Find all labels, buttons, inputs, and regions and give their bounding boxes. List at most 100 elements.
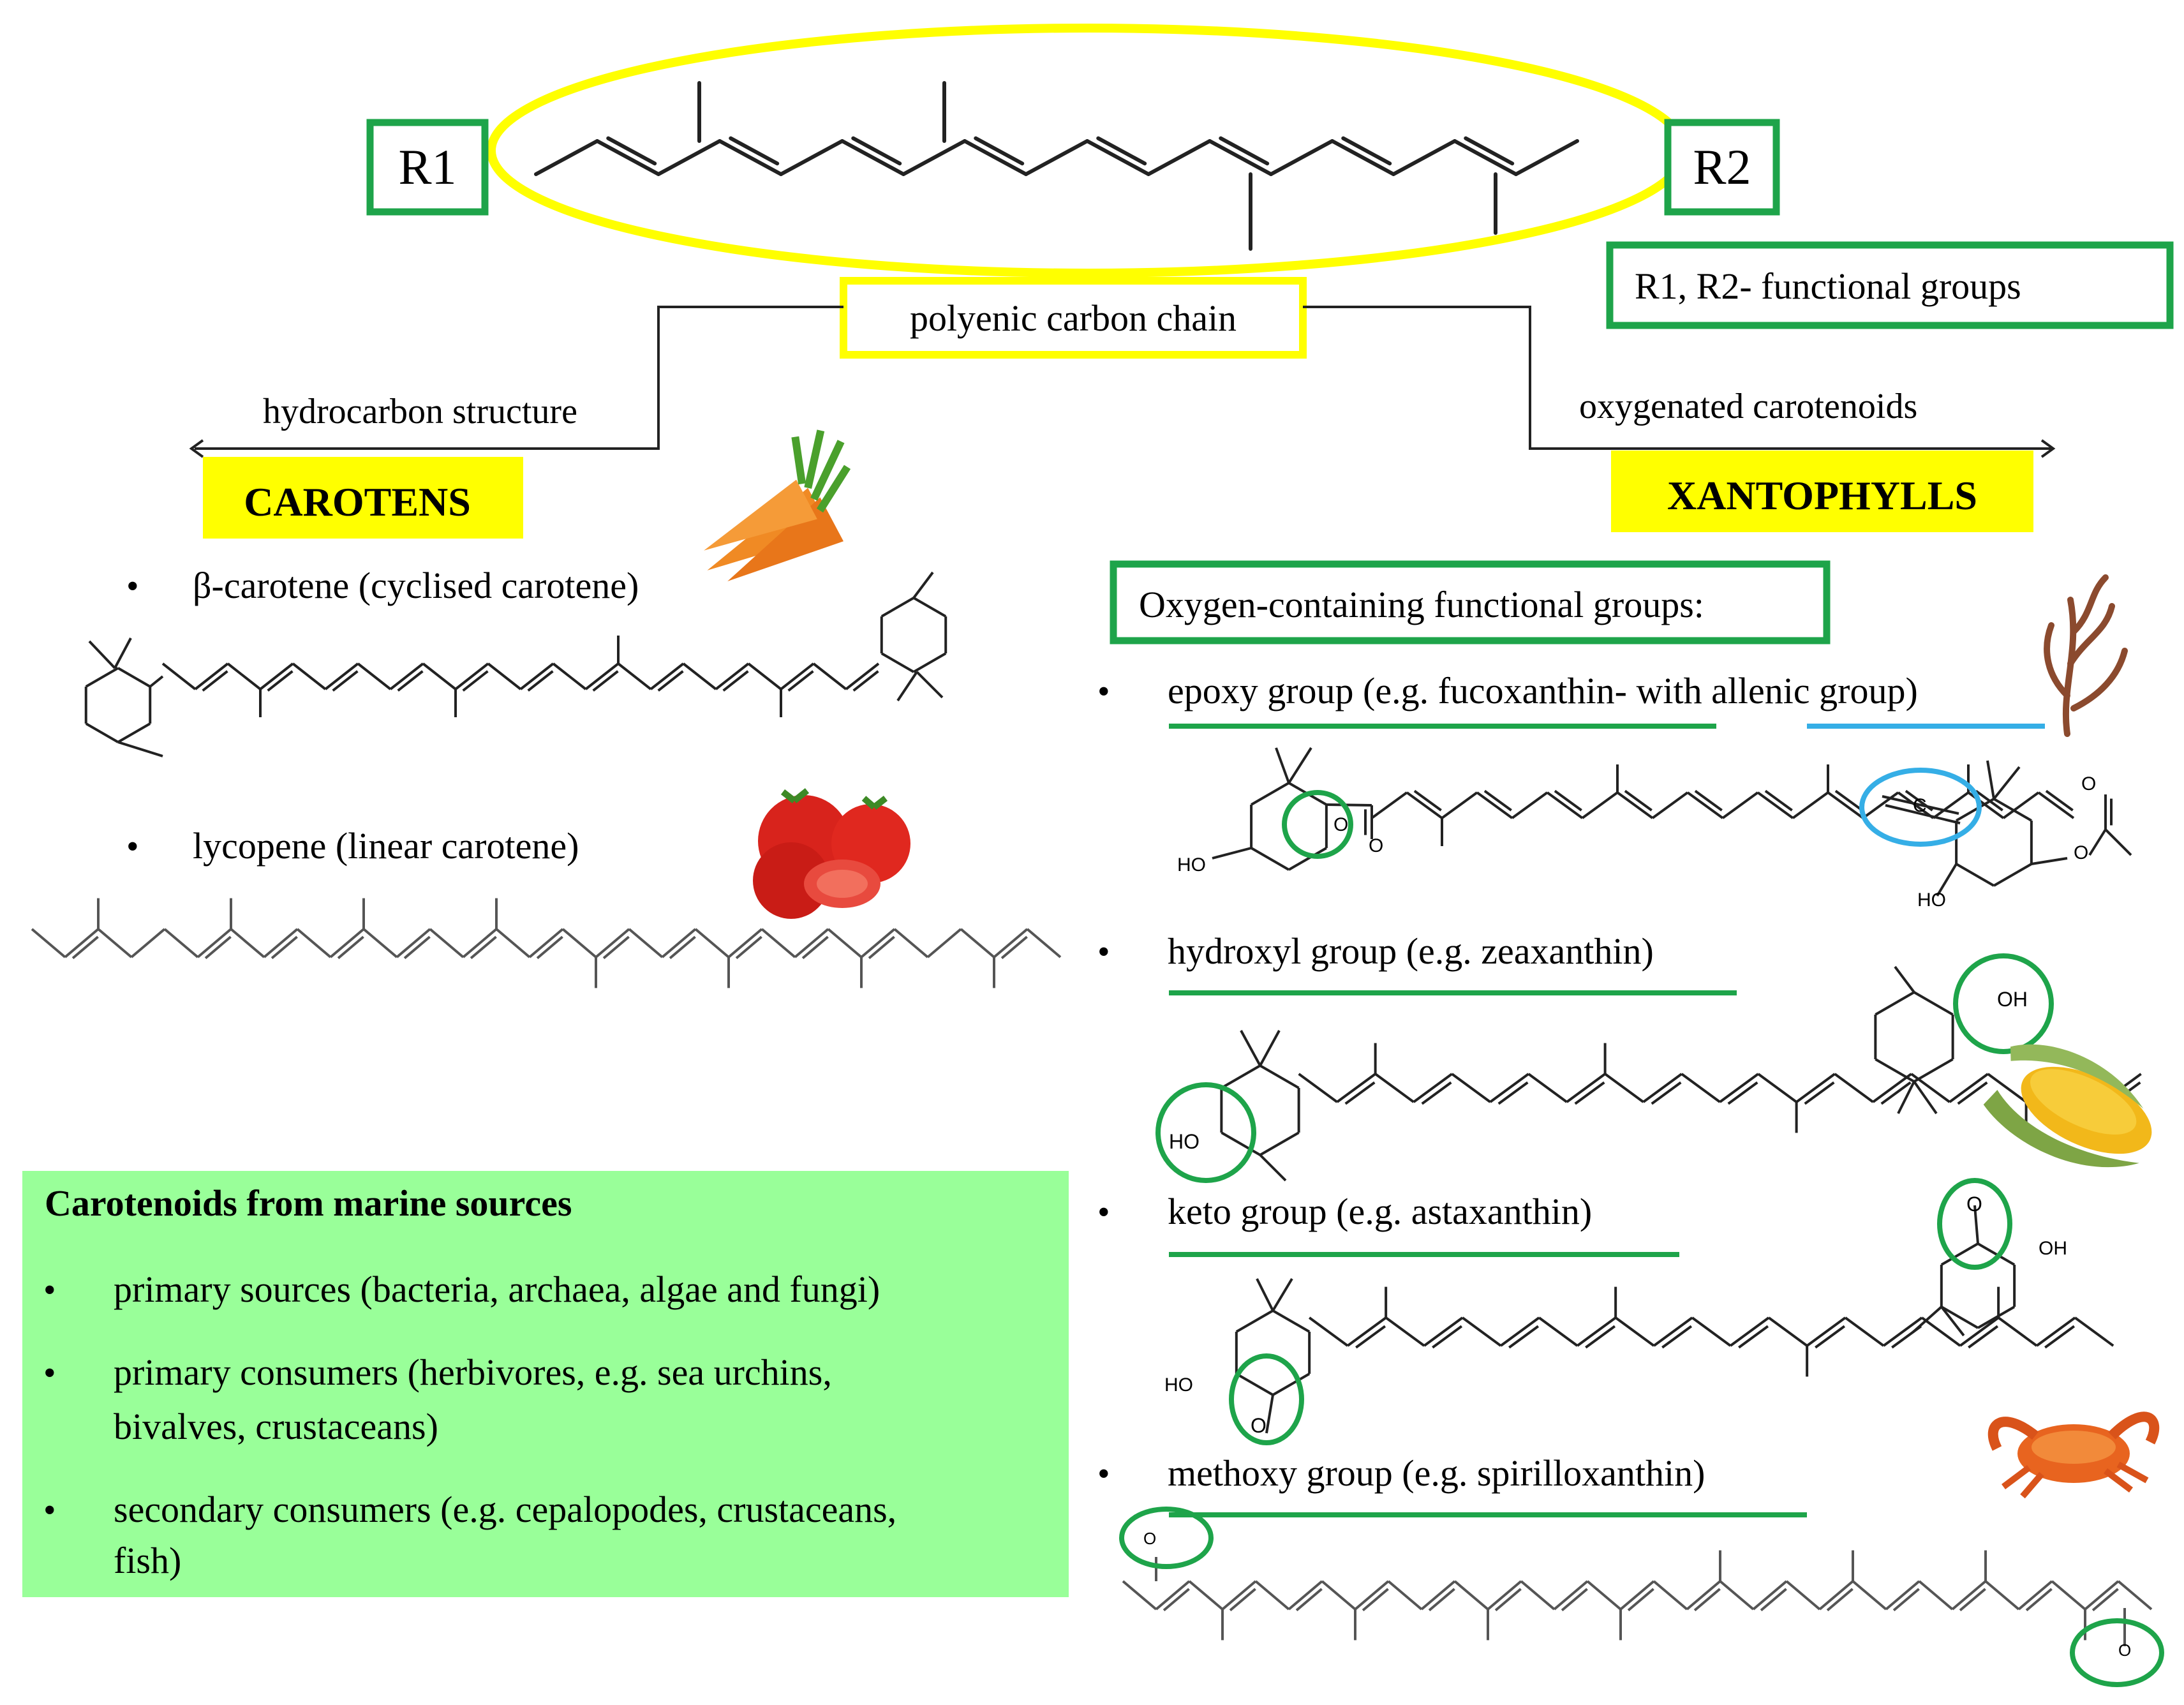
bond <box>801 935 829 960</box>
allenic-highlight-circle <box>1859 768 1982 847</box>
bond <box>840 139 905 176</box>
spirilloxanthin-structure <box>1122 1550 2153 1646</box>
bond <box>1413 1073 1453 1103</box>
tomato-icon <box>753 788 910 919</box>
bond <box>1997 1316 2038 1347</box>
epoxy-group-text: epoxy group (e.g. fucoxanthin- with <box>1168 670 1711 711</box>
bond <box>1727 1081 1758 1105</box>
marine-item-primary-sources: primary sources (bacteria, archaea, alga… <box>114 1269 880 1310</box>
bond <box>787 670 814 692</box>
bond <box>149 675 164 688</box>
bond <box>197 928 232 958</box>
bond <box>1024 139 1089 176</box>
branch-arrows <box>189 306 2056 458</box>
bond <box>292 662 327 690</box>
bond <box>747 662 782 690</box>
bond <box>1912 1306 1943 1334</box>
bond <box>727 928 763 958</box>
bullet: • <box>1097 1193 1110 1232</box>
bond <box>1729 1316 1770 1347</box>
bond <box>657 670 684 692</box>
bond <box>617 662 652 690</box>
bond <box>130 928 166 958</box>
bond <box>2045 789 2074 812</box>
bond <box>1987 1073 2027 1103</box>
bond <box>552 662 587 690</box>
bond <box>1880 1081 1912 1105</box>
bond <box>1265 1394 1274 1434</box>
bond <box>735 935 762 960</box>
bond <box>1686 1580 1721 1611</box>
bond <box>117 667 151 688</box>
bond <box>1693 1588 1721 1612</box>
bond <box>595 928 630 958</box>
bond <box>1229 1588 1256 1612</box>
bond <box>722 670 749 692</box>
bond <box>1897 791 1935 819</box>
marine-sources-box <box>22 1171 1069 1597</box>
bond <box>1920 1316 1961 1347</box>
bond <box>1767 1316 1808 1347</box>
bond <box>1614 1316 1655 1347</box>
bond <box>1827 791 1864 819</box>
bond <box>1221 1064 1261 1089</box>
bond <box>860 928 896 958</box>
bond <box>1760 1588 1787 1612</box>
hydroxyl-highlight-left <box>1155 1082 1256 1183</box>
bond <box>1272 1277 1293 1312</box>
seaweed-icon <box>2044 574 2128 737</box>
bond <box>960 928 995 958</box>
bullet: • <box>1097 1454 1110 1494</box>
bond <box>1336 1073 1376 1103</box>
bond <box>1163 1588 1190 1612</box>
bond <box>1818 1580 1854 1611</box>
bullet: • <box>126 567 139 606</box>
oxygenated-carotenoids-label: oxygenated carotenoids <box>1579 387 1917 426</box>
bond <box>487 662 522 690</box>
bond <box>536 935 563 960</box>
bond <box>332 670 359 692</box>
asta-o-left: O <box>1251 1414 1267 1437</box>
bond <box>1957 1081 1988 1105</box>
bond <box>851 136 902 166</box>
bond <box>1272 1373 1311 1396</box>
hydrocarbon-structure-label: hydrocarbon structure <box>263 392 577 431</box>
bond <box>1259 1154 1287 1182</box>
bond <box>1406 791 1443 819</box>
bond <box>1993 766 2021 800</box>
marine-item-secondary-consumers: secondary consumers (e.g. cepalopodes, c… <box>114 1489 896 1530</box>
bond <box>362 928 398 958</box>
bond <box>2074 1316 2114 1347</box>
methoxy-group-label: methoxy group (e.g. spirilloxanthin) <box>1168 1452 1705 1494</box>
bond <box>1221 1580 1257 1611</box>
lycopene-label: lycopene (linear carotene) <box>193 825 579 867</box>
methoxy-highlight-right <box>2070 1618 2164 1687</box>
methoxy-highlight-left <box>1119 1507 1214 1569</box>
bond <box>1757 791 1794 819</box>
bond <box>1441 791 1478 819</box>
bond <box>1940 1306 1979 1329</box>
marine-item-secondary-consumers-cont: fish) <box>114 1540 181 1581</box>
bond <box>694 928 730 958</box>
bond <box>1875 1058 1915 1083</box>
bond <box>1254 1580 1290 1611</box>
bond <box>779 139 844 176</box>
bond <box>1026 928 1062 958</box>
bond <box>1259 1030 1281 1066</box>
bond <box>1421 1081 1452 1105</box>
bond <box>1520 1580 1556 1611</box>
bond <box>1624 789 1653 812</box>
bond <box>1956 798 1995 822</box>
bond <box>926 928 962 958</box>
bond <box>1330 139 1395 176</box>
bond <box>1619 1580 1655 1611</box>
bond <box>2017 1580 2053 1611</box>
bond <box>1694 789 1723 812</box>
bond <box>1420 1580 1456 1611</box>
bond <box>462 670 489 692</box>
bullet: • <box>43 1270 56 1310</box>
bond <box>2117 1580 2153 1611</box>
bond <box>1499 1316 1540 1347</box>
bond <box>1581 791 1619 819</box>
bond <box>1738 1325 1769 1349</box>
